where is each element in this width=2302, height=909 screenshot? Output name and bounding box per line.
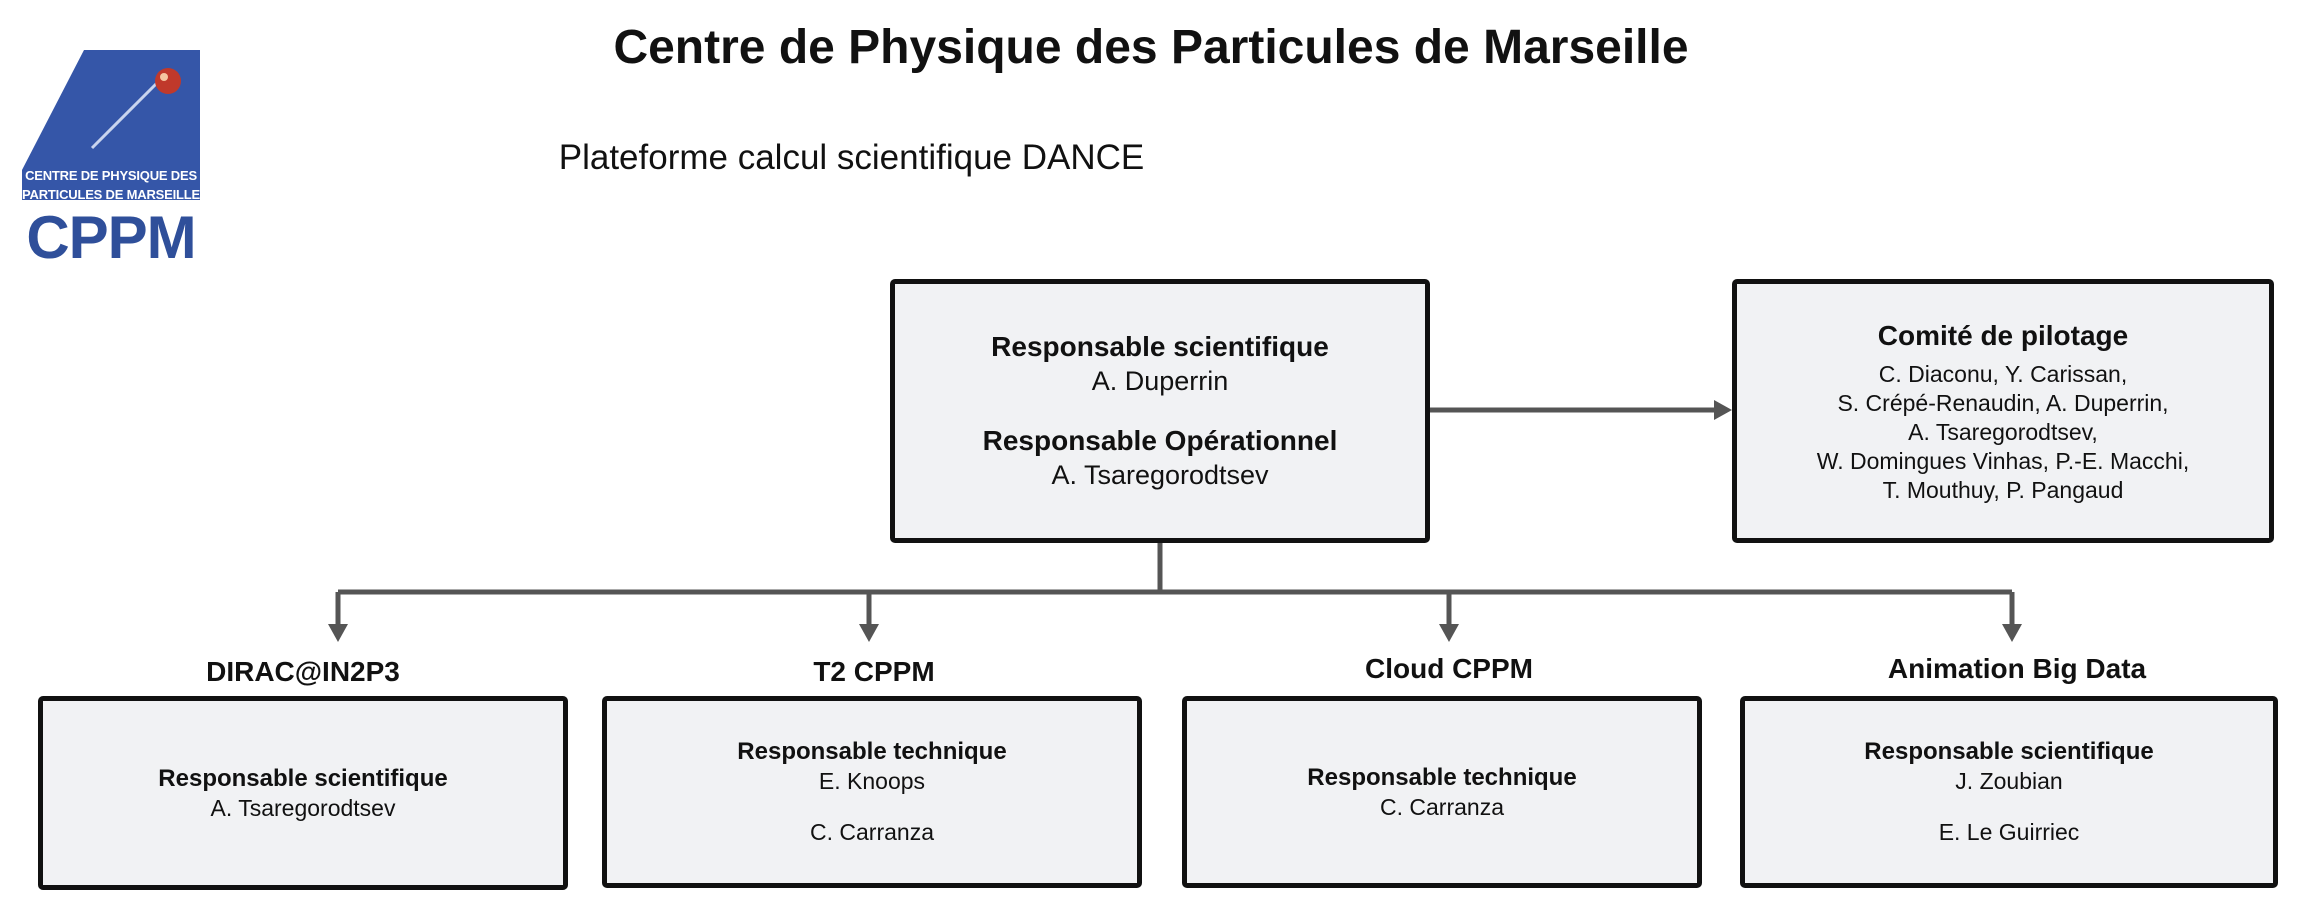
arrowhead-bigdata (2002, 624, 2022, 642)
team-title-bigdata: Animation Big Data (1887, 653, 2147, 684)
team-member: A. Tsaregorodtsev (210, 794, 396, 821)
logo-line-2: PARTICULES DE MARSEILLE (22, 187, 200, 202)
team-member: E. Le Guirriec (1938, 819, 2080, 845)
team-title-cloud: Cloud CPPM (1365, 653, 1533, 684)
steering-member-line: W. Domingues Vinhas, P.-E. Macchi, (1816, 447, 2190, 474)
page-title: Centre de Physique des Particules de Mar… (613, 21, 1689, 74)
cppm-logo: CENTRE DE PHYSIQUE DES PARTICULES DE MAR… (22, 50, 200, 268)
team-box-dirac: Responsable scientifique A. Tsaregorodts… (38, 696, 568, 890)
steering-member-line: A. Tsaregorodtsev, (1908, 418, 2098, 445)
team-member: J. Zoubian (1955, 768, 2063, 794)
team-title-t2: T2 CPPM (813, 656, 935, 687)
logo-trail (90, 78, 162, 150)
steering-member-line: S. Crépé-Renaudin, A. Duperrin, (1837, 389, 2169, 416)
steering-member-line: C. Diaconu, Y. Carissan, (1878, 360, 2128, 387)
arrowhead-steering (1714, 400, 1732, 420)
steering-member-line: T. Mouthuy, P. Pangaud (1882, 476, 2124, 503)
team-box-cloud: Responsable technique C. Carranza (1182, 696, 1702, 888)
team-role: Responsable technique (737, 738, 1007, 765)
team-title-dirac: DIRAC@IN2P3 (206, 656, 400, 687)
arrowhead-cloud (1439, 624, 1459, 642)
logo-blue-shape (22, 50, 200, 200)
logo-acronym: CPPM (26, 204, 196, 271)
team-member: C. Carranza (810, 819, 934, 845)
leadership-box: Responsable scientifique A. Duperrin Res… (890, 279, 1430, 543)
leadership-name-operational: A. Tsaregorodtsev (1051, 460, 1269, 490)
team-box-bigdata: Responsable scientifique J. Zoubian E. L… (1740, 696, 2278, 888)
cppm-logo-mark (22, 50, 200, 200)
team-box-t2: Responsable technique E. Knoops C. Carra… (602, 696, 1142, 888)
team-member: E. Knoops (818, 768, 926, 794)
arrowhead-t2 (859, 624, 879, 642)
logo-line-1: CENTRE DE PHYSIQUE DES (25, 168, 197, 183)
team-role: Responsable scientifique (1864, 738, 2154, 765)
team-member: C. Carranza (1380, 793, 1504, 820)
leadership-role-scientific: Responsable scientifique (991, 331, 1329, 362)
team-role: Responsable scientifique (158, 764, 448, 792)
page-subtitle: Plateforme calcul scientifique DANCE (558, 138, 1145, 177)
leadership-role-operational: Responsable Opérationnel (982, 425, 1338, 456)
steering-committee-title: Comité de pilotage (1877, 319, 2129, 351)
arrowhead-dirac (328, 624, 348, 642)
steering-committee-box: Comité de pilotage C. Diaconu, Y. Cariss… (1732, 279, 2274, 543)
leadership-name-scientific: A. Duperrin (1091, 366, 1229, 396)
team-role: Responsable technique (1307, 763, 1577, 791)
